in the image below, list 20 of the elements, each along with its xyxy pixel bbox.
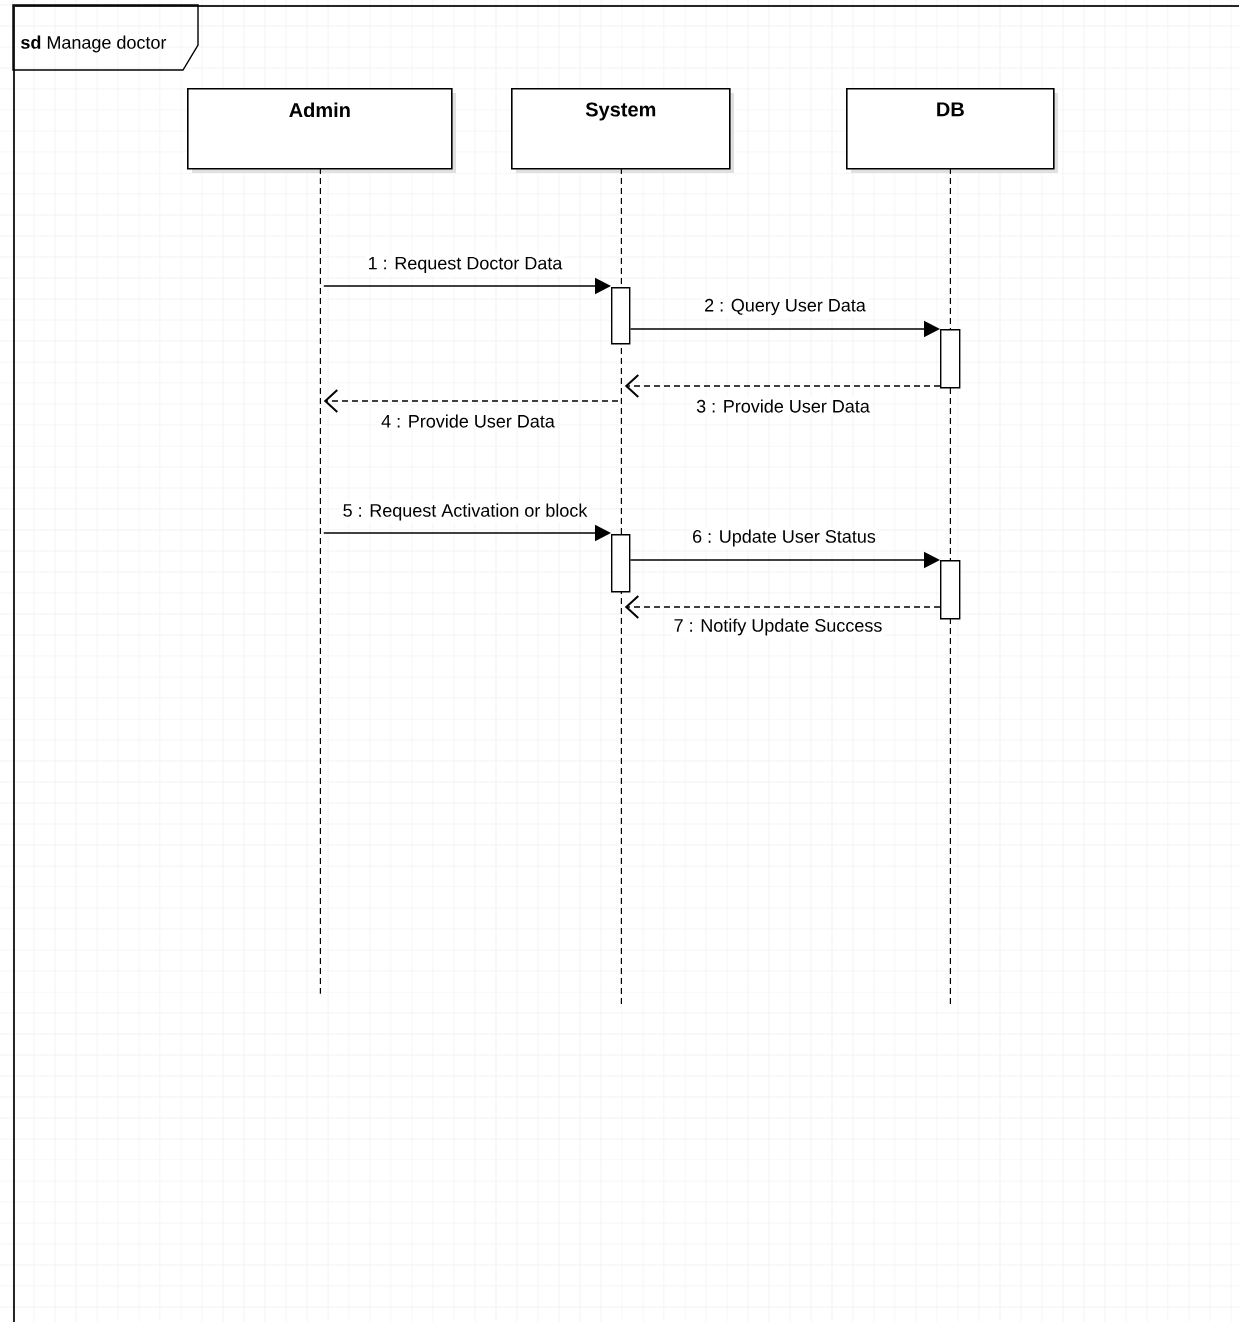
message-arrow <box>624 595 941 619</box>
lifeline-header: System <box>511 88 734 173</box>
activation-bar <box>940 329 961 389</box>
activation-bar <box>940 560 961 620</box>
edge-label: 1 : Request Doctor Data <box>365 254 565 276</box>
message-arrow <box>323 389 619 413</box>
lifeline-header: DB <box>846 88 1058 173</box>
edge-label: 2 : Query User Data <box>702 296 868 318</box>
activation-bar <box>611 287 631 345</box>
lifeline <box>949 167 951 1007</box>
edge-label: 4 : Provide User Data <box>379 412 557 430</box>
edge-label: 6 : Update User Status <box>690 527 878 549</box>
activation-bar <box>611 534 631 593</box>
lifeline <box>319 167 321 995</box>
edge-label: 5 : Request Activation or block <box>340 501 590 523</box>
lifeline <box>620 167 622 1007</box>
edge-label: 7 : Notify Update Success <box>671 616 885 638</box>
message-arrow <box>624 374 941 398</box>
lifeline-header: Admin <box>187 88 456 173</box>
edge-label: 3 : Provide User Data <box>694 397 872 415</box>
